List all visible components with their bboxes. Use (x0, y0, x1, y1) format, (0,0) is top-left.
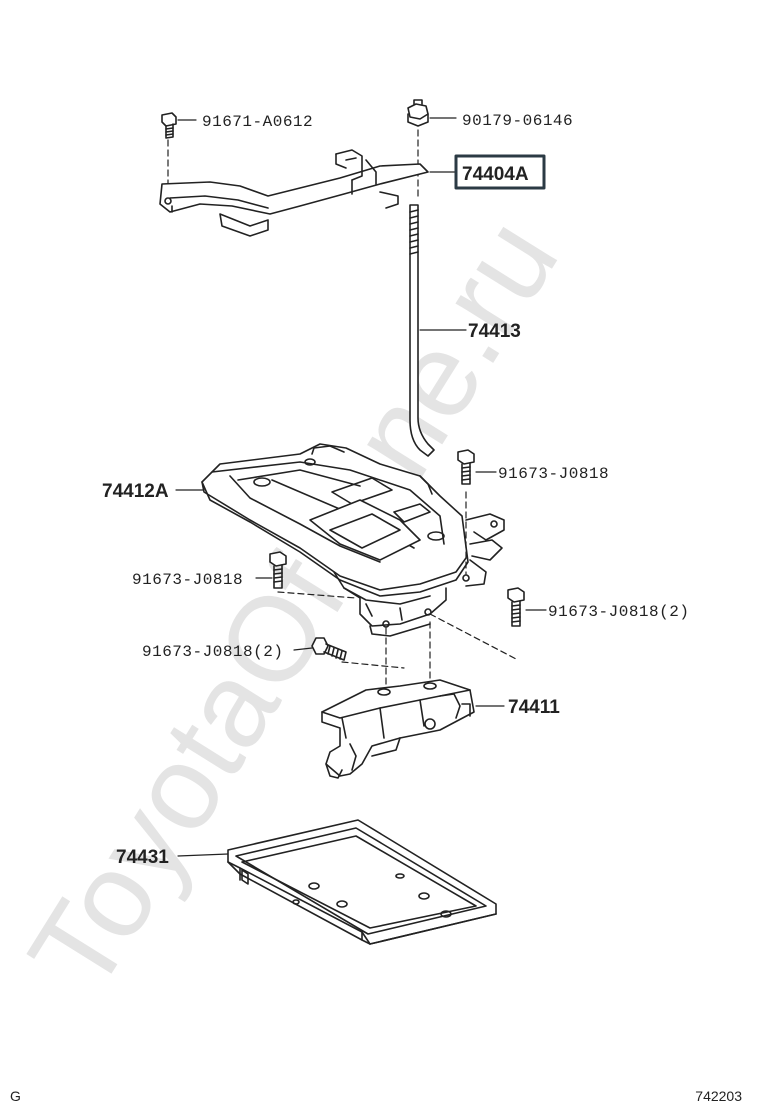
bolt-91673-j0818-d[interactable] (311, 637, 347, 661)
highlight-box-74404a (454, 154, 546, 190)
label-91673-j0818-c[interactable]: 91673-J0818(2) (548, 603, 689, 621)
bolt-91673-j0818-a[interactable] (457, 449, 475, 485)
label-91671-a0612[interactable]: 91671-A0612 (202, 113, 313, 131)
bolt-91671-a0612[interactable] (161, 112, 177, 139)
bracket-74411[interactable] (321, 679, 475, 779)
label-74431[interactable]: 74431 (116, 847, 169, 868)
label-91673-j0818-a[interactable]: 91673-J0818 (498, 465, 609, 483)
label-91673-j0818-d[interactable]: 91673-J0818(2) (142, 643, 283, 661)
label-74411[interactable]: 74411 (508, 697, 560, 718)
rod-74413[interactable] (409, 204, 435, 457)
battery-tray-74431[interactable] (227, 819, 497, 945)
label-74413[interactable]: 74413 (468, 321, 521, 342)
footer-left-code: G (10, 1088, 21, 1104)
label-74404a[interactable]: 74404A (462, 164, 529, 185)
bolt-91673-j0818-b[interactable] (269, 551, 287, 589)
clamp-74404a[interactable] (159, 149, 429, 237)
nut-90179-06146[interactable] (407, 99, 429, 127)
battery-tray-74412a[interactable] (201, 443, 505, 637)
label-91673-j0818-b[interactable]: 91673-J0818 (132, 571, 243, 589)
label-90179-06146[interactable]: 90179-06146 (462, 112, 573, 130)
bolt-91673-j0818-c[interactable] (507, 587, 525, 627)
footer-figure-number: 742203 (695, 1088, 742, 1104)
label-74412a[interactable]: 74412A (102, 481, 169, 502)
